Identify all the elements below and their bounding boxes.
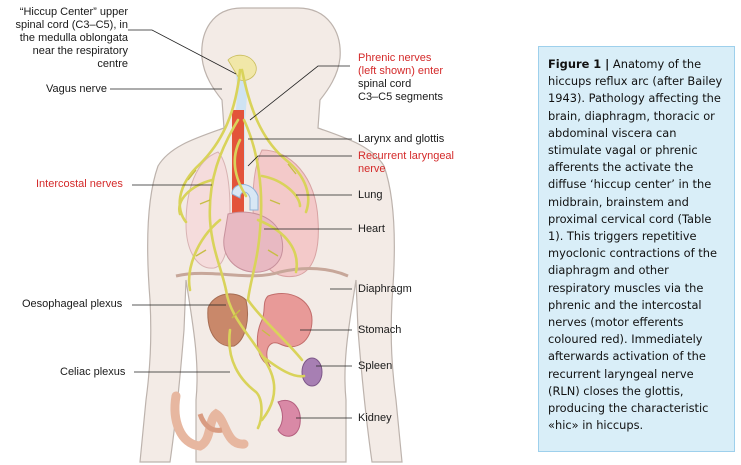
diaphragm-muscle xyxy=(175,267,349,278)
aortic-arch xyxy=(231,184,259,211)
spleen xyxy=(301,357,323,387)
recurrent-laryngeal-label: Recurrent laryngeal nerve xyxy=(358,150,454,175)
phrenic-nerves-label: Phrenic nerves (left shown) enter spinal… xyxy=(358,52,443,103)
spleen-label: Spleen xyxy=(358,360,393,372)
kidney-label: Kidney xyxy=(358,412,392,424)
kidney xyxy=(277,400,301,437)
intercostal-nerves-label: Intercostal nerves xyxy=(36,178,123,190)
celiac-plexus-label: Celiac plexus xyxy=(60,366,126,378)
vagus-nerve-label: Vagus nerve xyxy=(46,83,107,95)
intestine-detail xyxy=(197,413,223,433)
larynx-glottis-label: Larynx and glottis xyxy=(358,133,445,145)
label-leader-lines xyxy=(110,29,352,419)
diaphragm-label: Diaphragm xyxy=(358,283,412,295)
heart-label: Heart xyxy=(358,223,385,235)
nerve-branches xyxy=(187,163,297,337)
lung-label: Lung xyxy=(358,189,383,201)
figure-label: Figure 1 | xyxy=(548,57,610,71)
caption-text: Anatomy of the hiccups reflux arc (after… xyxy=(548,57,723,433)
intestines xyxy=(170,391,249,451)
nerve-network xyxy=(178,68,310,430)
figure-caption: Figure 1 | Anatomy of the hiccups reflux… xyxy=(538,46,735,452)
oesophageal-plexus-label: Oesophageal plexus xyxy=(22,298,123,310)
hiccup-center-label: “Hiccup Center” upper spinal cord (C3–C5… xyxy=(15,6,129,70)
stomach-label: Stomach xyxy=(358,324,402,336)
